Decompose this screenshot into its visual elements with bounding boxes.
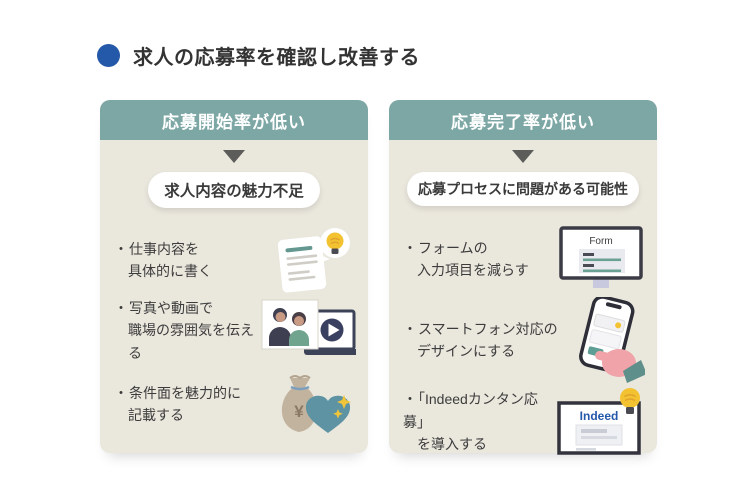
- money-heart-icon: ¥: [270, 367, 356, 441]
- tip-line: 職場の雰囲気を伝える: [128, 322, 254, 361]
- tips-list: ・フォームの 入力項目を減らす Form ・スマートフォン対応の: [389, 206, 657, 461]
- form-monitor-icon: Form: [557, 224, 645, 294]
- tip-text: ・スマートフォン対応の デザインにする: [403, 318, 558, 363]
- down-arrow-icon: [512, 150, 534, 163]
- form-label: Form: [589, 236, 612, 247]
- tip-item: ・「Indeedカンタン応募」 を導入する Indeed: [403, 386, 645, 458]
- document-idea-icon: [268, 226, 356, 294]
- yen-symbol: ¥: [294, 402, 304, 421]
- tip-text: ・仕事内容を 具体的に書く: [114, 238, 212, 283]
- tip-item: ・スマートフォン対応の デザインにする: [403, 295, 647, 383]
- indeed-label: Indeed: [580, 409, 619, 423]
- smartphone-hand-icon: [569, 295, 647, 383]
- column-header: 応募開始率が低い: [100, 100, 368, 140]
- photo-video-icon: [258, 298, 360, 364]
- cause-pill: 求人内容の魅力不足: [148, 172, 320, 208]
- tip-text: ・「Indeedカンタン応募」 を導入する: [403, 388, 555, 455]
- tip-line: ・写真や動画で: [114, 300, 213, 316]
- tip-item: ・フォームの 入力項目を減らす Form: [403, 224, 645, 294]
- tip-line: ・「Indeedカンタン応募」: [403, 391, 538, 430]
- card-application-start-rate: 応募開始率が低い 求人内容の魅力不足 ・仕事内容を 具体的に書く: [100, 100, 368, 453]
- bullet-marker: ・: [114, 384, 128, 401]
- tip-line: 記載する: [128, 407, 184, 424]
- tip-line: ・条件面を魅力的に: [114, 384, 241, 401]
- bullet-marker: ・: [114, 240, 128, 257]
- bullet-marker: ・: [403, 320, 417, 337]
- tip-text: ・フォームの 入力項目を減らす: [403, 237, 529, 282]
- cause-pill: 応募プロセスに問題がある可能性: [407, 172, 639, 206]
- page-title-row: 求人の応募率を確認し改善する: [97, 41, 420, 70]
- tip-text: ・写真や動画で 職場の雰囲気を伝える: [114, 297, 258, 364]
- tip-line: 具体的に書く: [128, 263, 212, 279]
- tip-item: ・条件面を魅力的に 記載する ¥: [114, 367, 356, 441]
- bullet-marker: ・: [114, 300, 128, 316]
- indeed-window-icon: Indeed: [555, 386, 645, 458]
- bullet-marker: ・: [403, 391, 417, 408]
- tip-line: を導入する: [417, 436, 487, 453]
- column-header: 応募完了率が低い: [389, 100, 657, 140]
- tip-item: ・写真や動画で 職場の雰囲気を伝える: [114, 297, 360, 364]
- title-bullet-icon: [97, 44, 120, 67]
- page-title: 求人の応募率を確認し改善する: [133, 47, 420, 69]
- bullet-marker: ・: [403, 239, 417, 256]
- tip-line: ・仕事内容を: [114, 240, 199, 257]
- card-application-completion-rate: 応募完了率が低い 応募プロセスに問題がある可能性 ・フォームの 入力項目を減らす…: [389, 100, 657, 455]
- tip-line: デザインにする: [417, 343, 516, 359]
- tip-text: ・条件面を魅力的に 記載する: [114, 382, 241, 427]
- tip-line: ・フォームの: [403, 239, 488, 256]
- tip-item: ・仕事内容を 具体的に書く: [114, 226, 356, 294]
- down-arrow-icon: [223, 150, 245, 163]
- tips-list: ・仕事内容を 具体的に書く: [100, 208, 368, 444]
- tip-line: ・スマートフォン対応の: [403, 320, 558, 337]
- tip-line: 入力項目を減らす: [417, 262, 529, 278]
